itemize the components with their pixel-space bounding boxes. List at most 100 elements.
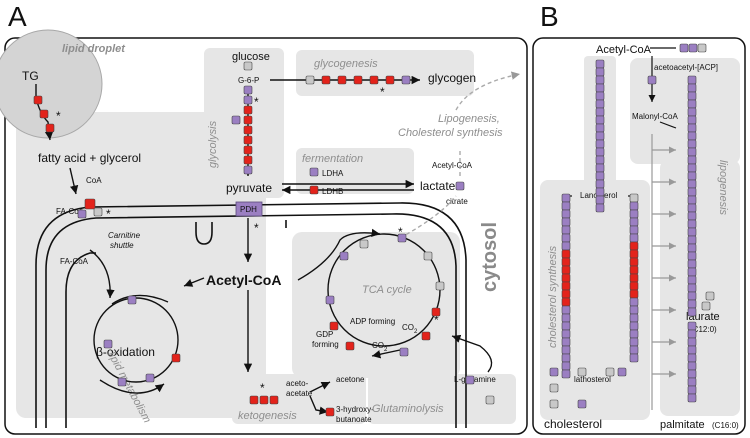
purple-node (687, 91, 697, 101)
purple-node (687, 211, 697, 221)
red-node (45, 123, 55, 133)
glycogenesis-panel (296, 50, 474, 96)
asterisk: * (106, 207, 111, 221)
purple-node (687, 321, 697, 331)
purple-node (561, 193, 571, 203)
purple-node (687, 243, 697, 253)
purple-node (687, 219, 697, 229)
purple-node (687, 83, 697, 93)
purple-node (595, 155, 605, 165)
purple-node (687, 171, 697, 181)
co2-sub-1: 2 (414, 329, 418, 335)
purple-node (687, 259, 697, 269)
purple-node (595, 91, 605, 101)
glycogenesis-label: glycogenesis (314, 58, 378, 70)
purple-node (687, 115, 697, 125)
beta-oxidation-label: β-oxidation (96, 345, 155, 359)
grey-node (305, 75, 315, 85)
purple-node (687, 203, 697, 213)
asterisk: * (56, 109, 61, 123)
red-node (243, 155, 253, 165)
red-node (243, 125, 253, 135)
red-node (171, 353, 181, 363)
cell-outline (4, 37, 528, 435)
glutaminolysis-label: Glutaminolysis (372, 403, 444, 415)
carnitine-label: Carnitine (108, 231, 141, 240)
purple-node (561, 337, 571, 347)
purple-node (595, 107, 605, 117)
grey-node (549, 399, 559, 409)
purple-node (687, 299, 697, 309)
cholesterol-synthesis-label: cholesterol synthesis (547, 245, 559, 348)
asterisk: * (380, 85, 385, 99)
purple-node (561, 313, 571, 323)
purple-node (595, 115, 605, 125)
red-node (629, 249, 639, 259)
tca-cycle-label: TCA cycle (362, 284, 412, 296)
purple-node (325, 295, 335, 305)
purple-node (561, 361, 571, 371)
lipogenesis-panel (660, 160, 740, 416)
red-node (629, 273, 639, 283)
purple-node (687, 227, 697, 237)
red-node (33, 95, 43, 105)
purple-node (399, 347, 409, 357)
purple-node (595, 139, 605, 149)
asterisk: * (398, 225, 403, 239)
purple-node (595, 131, 605, 141)
asterisk: * (434, 313, 439, 327)
coa-label: CoA (86, 176, 102, 185)
purple-node (629, 225, 639, 235)
purple-node (397, 233, 407, 243)
purple-node (687, 195, 697, 205)
panel-a-nodes (33, 61, 495, 417)
purple-node (549, 367, 559, 377)
purple-node (595, 67, 605, 77)
red-node (259, 395, 269, 405)
mitochondrion-membranes (35, 202, 467, 428)
grey-node (705, 291, 715, 301)
gdp-forming-label: forming (312, 340, 339, 349)
purple-node (687, 139, 697, 149)
fatty-acid-label: fatty acid + glycerol (38, 151, 141, 165)
purple-node (687, 353, 697, 363)
purple-node (629, 345, 639, 355)
cholesterol-synthesis-label: Cholesterol synthesis (398, 127, 503, 139)
dashed-arrows (399, 71, 521, 239)
ketogenesis-label: ketogenesis (238, 410, 297, 422)
purple-node (687, 187, 697, 197)
red-node (243, 115, 253, 125)
red-node (249, 395, 259, 405)
purple-node (127, 295, 137, 305)
red-node (353, 75, 363, 85)
red-node (243, 135, 253, 145)
purple-node (679, 43, 689, 53)
red-node (561, 257, 571, 267)
laurate-sub-label: (C12:0) (690, 325, 717, 334)
red-node (329, 321, 339, 331)
red-node (243, 105, 253, 115)
purple-node (561, 233, 571, 243)
purple-node (595, 203, 605, 213)
purple-node (577, 399, 587, 409)
purple-node (595, 123, 605, 133)
red-node (561, 289, 571, 299)
red-node (84, 198, 96, 210)
fa-coa-label: FA-CoA (56, 207, 85, 216)
purple-node (629, 337, 639, 347)
purple-node (561, 241, 571, 251)
palmitate-sub-label: (C16:0) (712, 421, 739, 430)
cyto-acetyl-coa-label: Acetyl-CoA (432, 161, 473, 170)
purple-node (595, 83, 605, 93)
purple-node (561, 369, 571, 379)
red-node (629, 257, 639, 267)
cholesterol-label: cholesterol (544, 417, 602, 431)
panel-b-nodes (549, 43, 715, 409)
red-node (385, 75, 395, 85)
red-node (561, 297, 571, 307)
purple-node (687, 131, 697, 141)
asterisk: * (260, 381, 265, 395)
fermentation-label: fermentation (302, 153, 363, 165)
palmitate-label: palmitate (660, 419, 705, 431)
purple-node (687, 107, 697, 117)
